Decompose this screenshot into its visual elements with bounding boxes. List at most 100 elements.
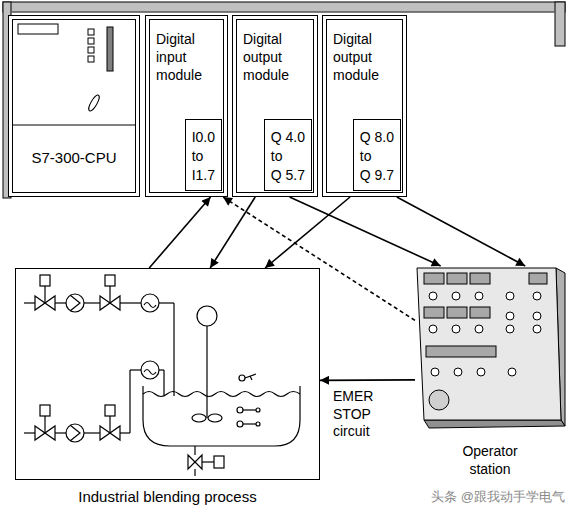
module-label: Digital output module [243,30,305,85]
operator-panel-part [508,368,516,376]
cpu-front-panel-part [88,38,94,44]
cpu-module: S7-300-CPU [8,15,140,197]
signal-arrow [210,197,255,268]
caption-label: Industrial blending process [16,487,319,507]
process-piping-part [144,303,156,308]
operator-panel-part [533,325,541,333]
operator-panel-part [454,368,462,376]
mixing-tank-part [194,446,195,455]
mixing-tank-part [256,422,260,426]
watermark: 头条 @跟我动手学电气 [431,489,565,505]
process-box: Industrial blending process [15,268,320,480]
operator-panel-part [429,292,437,300]
process-piping-part [120,302,141,303]
process-piping-part [24,432,35,433]
operator-panel-part [529,273,547,284]
operator-panel-part [447,273,467,284]
process-piping-part [109,286,110,303]
process-piping-part [173,303,174,396]
module-label: S7-300-CPU [9,148,139,168]
operator-panel-part [424,307,444,318]
mixing-tank-part [197,306,217,326]
process-piping-part [55,432,66,433]
mixing-tank-part [256,408,260,412]
rack-rail-part [555,2,565,46]
mixing-tank-part [188,455,202,469]
operator-panel-part [475,292,483,300]
operator-panel-part [470,273,490,284]
signal-arrow [320,379,415,381]
signal-arrow [149,197,210,268]
mixing-tank-part [202,461,214,462]
operator-panel-part [429,390,449,410]
operator-panel-part [452,325,460,333]
address-range-box: Q 4.0 to Q 5.7 [264,119,312,191]
address-range: Q 4.0 to Q 5.7 [271,128,305,185]
cpu-front-panel-part [88,47,94,53]
mixing-tank-part [237,407,243,413]
operator-panel-part [429,325,437,333]
address-range: I0.0 to I1.7 [192,128,215,185]
process-piping-part [141,361,159,379]
operator-panel-part [424,420,565,428]
operator-panel-part [506,325,514,333]
process-piping-part [24,302,35,303]
cpu-front-panel-part [88,29,94,35]
mixing-tank-part [243,423,256,424]
operator-panel-part [506,292,514,300]
process-piping-part [70,425,80,441]
mixing-tank [143,306,300,476]
address-range: Q 8.0 to Q 9.7 [360,128,394,185]
process-piping-part [70,295,80,311]
cpu-front-panel [8,15,140,197]
process-piping-part [141,294,159,312]
mixing-tank-part [245,374,256,380]
module-label: Digital output module [333,30,395,85]
rack-rail [3,2,565,198]
process-piping [24,275,174,442]
rack-rail-part [3,2,565,12]
cpu-front-panel-part [12,125,136,126]
module-label: Digital input module [156,30,218,85]
operator-panel-part [417,268,561,420]
mixing-tank-part [237,421,243,427]
signal-arrow [397,197,525,266]
process-piping-part [105,275,115,286]
mixing-tank-part [192,414,206,422]
cpu-front-panel-part [88,56,94,62]
cpu-front-panel-part [107,27,113,71]
operator-panel-part [506,312,514,320]
operator-panel-part [533,312,541,320]
process-piping-part [144,370,156,375]
process-piping-part [40,405,50,416]
operator-panel [415,266,566,436]
process-piping-part [105,405,115,416]
cpu-front-panel-part [18,24,58,34]
operator-panel-part [475,325,483,333]
mixing-tank-part [243,409,256,410]
mixing-tank-part [143,386,300,446]
operator-panel-part [426,346,496,357]
caption-label: Operator station [445,442,535,478]
process-piping-part [66,424,84,442]
output-module: Q 8.0 to Q 9.7 Digital output module [322,15,407,197]
output-module: Q 4.0 to Q 5.7 Digital output module [232,15,318,197]
operator-panel-part [470,307,490,318]
input-module: I0.0 to I1.7 Digital input module [145,15,228,197]
operator-panel-part [431,368,439,376]
mixing-tank-part [194,469,195,476]
operator-panel-part [477,368,485,376]
process-piping-part [55,302,66,303]
operator-panel-part [424,273,444,284]
process-piping-part [159,302,174,303]
address-range-box: Q 8.0 to Q 9.7 [353,119,401,191]
signal-arrow [290,197,441,266]
process-piping-part [84,432,100,433]
address-range-box: I0.0 to I1.7 [185,119,222,191]
process-piping-part [159,369,164,370]
process-piping-part [40,275,50,286]
process-piping-part [109,416,110,433]
process-piping-part [44,416,45,433]
operator-panel-part [533,292,541,300]
mixing-tank-part [214,456,224,468]
